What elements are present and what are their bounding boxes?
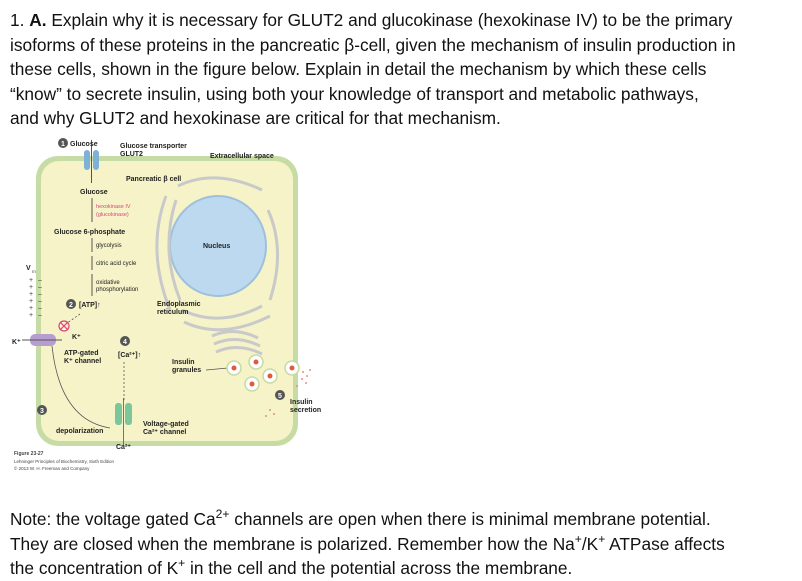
question-text: 1. A. Explain why it is necessary for GL…	[10, 8, 795, 131]
label-k-outside: K⁺	[12, 339, 21, 346]
note-text: Note: the voltage gated Ca2+ channels ar…	[10, 507, 795, 581]
question-part: A.	[29, 10, 47, 30]
label-vm-subscript: m	[32, 269, 36, 274]
label-ca-outside: Ca²⁺	[116, 444, 131, 451]
step-4-number: 4	[123, 339, 127, 346]
label-granules: granules	[172, 367, 201, 374]
note-line-1b: channels are open when there is minimal …	[229, 509, 711, 529]
question-line-5: and why GLUT2 and hexokinase are critica…	[10, 108, 501, 128]
glut2-transporter-left	[84, 150, 90, 170]
note-line-2c: ATPase affects	[605, 533, 725, 554]
question-number: 1.	[10, 10, 25, 30]
step-1-number: 1	[61, 141, 65, 148]
label-glycolysis: glycolysis	[96, 243, 122, 249]
svg-text:–: –	[38, 291, 42, 298]
label-reticulum: reticulum	[157, 309, 189, 316]
step-5-badge	[275, 390, 285, 400]
label-phosphorylation: phosphorylation	[96, 287, 138, 293]
label-extracellular-space: Extracellular space	[210, 153, 274, 160]
inhibition-cross-b	[59, 321, 69, 331]
label-atp-gated: ATP-gated	[64, 350, 98, 357]
label-glucose-6-phosphate: Glucose 6-phosphate	[54, 229, 125, 236]
step-1-badge	[58, 138, 68, 148]
svg-text:–: –	[38, 312, 42, 319]
svg-text:–: –	[38, 284, 42, 291]
svg-text:–: –	[38, 277, 42, 284]
label-insulin: Insulin	[172, 359, 195, 366]
question-line-3: these cells, shown in the figure below. …	[10, 59, 707, 79]
note-sup-4: +	[178, 556, 186, 571]
svg-text:–: –	[38, 298, 42, 305]
label-glucose-cytoplasm: Glucose	[80, 189, 108, 196]
svg-text:+: +	[29, 284, 33, 291]
step-3-number: 3	[40, 408, 44, 415]
label-pancreatic-cell: Pancreatic β cell	[126, 176, 181, 183]
label-endoplasmic: Endoplasmic	[157, 301, 201, 308]
note-sup-1: 2+	[215, 507, 230, 522]
step-5-number: 5	[278, 393, 282, 400]
figure-copyright: © 2013 W. H. Freeman and Company	[14, 465, 90, 471]
label-k-channel: K⁺ channel	[64, 358, 101, 365]
label-voltage-gated: Voltage-gated	[143, 421, 189, 428]
label-ca-channel: Ca²⁺ channel	[143, 429, 186, 436]
note-sup-2: +	[574, 531, 582, 546]
figure-number: Figure 23-27	[14, 451, 44, 457]
label-k-inside: K⁺	[72, 334, 81, 341]
step-2-number: 2	[69, 302, 73, 309]
question-line-1-text: Explain why it is necessary for GLUT2 an…	[51, 10, 733, 30]
svg-text:+: +	[29, 298, 33, 305]
membrane-charges: +++ +++ ––– –––	[29, 277, 42, 319]
vgcc-right	[125, 403, 132, 425]
figure-source: Lehninger Principles of Biochemistry, Si…	[14, 459, 114, 464]
label-oxidative: oxidative	[96, 280, 120, 286]
note-sup-3: +	[598, 531, 606, 546]
svg-text:+: +	[29, 305, 33, 312]
label-glucokinase: (glucokinase)	[96, 212, 129, 218]
label-glut2: GLUT2	[120, 151, 143, 158]
question-line-2: isoforms of these proteins in the pancre…	[10, 34, 736, 55]
svg-text:–: –	[38, 305, 42, 312]
note-line-1a: Note: the voltage gated Ca	[10, 509, 216, 529]
depolarization-arrow	[51, 345, 111, 429]
step-4-badge	[120, 336, 130, 346]
note-line-3: the concentration of K+ in the cell and …	[10, 556, 795, 581]
vgcc-left	[115, 403, 122, 425]
label-glucose-transporter: Glucose transporter	[120, 143, 187, 150]
glut2-transporter-right	[93, 150, 99, 170]
label-nucleus: Nucleus	[203, 243, 230, 250]
question-line-1: 1. A. Explain why it is necessary for GL…	[10, 8, 795, 33]
granule-pointer	[205, 367, 229, 371]
note-line-2: They are closed when the membrane is pol…	[10, 532, 795, 557]
note-line-3b: in the cell and the potential across the…	[185, 558, 573, 578]
label-citric-acid-cycle: citric acid cycle	[96, 261, 137, 267]
inhibition-icon	[58, 320, 70, 332]
endoplasmic-reticulum	[155, 176, 279, 332]
note-line-3a: the concentration of K	[10, 558, 179, 578]
note-line-2a: They are closed when the membrane is pol…	[10, 533, 575, 554]
label-ca-rise: [Ca²⁺]↑	[118, 352, 141, 359]
question-line-4: “know” to secrete insulin, using both yo…	[10, 83, 699, 104]
label-depolarization: depolarization	[56, 428, 103, 435]
label-hexokinase-iv: hexokinase IV	[96, 204, 131, 210]
golgi-apparatus	[211, 330, 263, 356]
note-line-1: Note: the voltage gated Ca2+ channels ar…	[10, 507, 795, 532]
step-2-badge	[66, 299, 76, 309]
label-vm: V	[26, 265, 31, 272]
svg-text:+: +	[29, 277, 33, 284]
secreted-insulin	[265, 369, 311, 417]
svg-text:+: +	[29, 312, 33, 319]
note-line-2b: /K	[581, 533, 599, 554]
label-glucose-extracellular: Glucose	[70, 141, 98, 148]
label-atp-rise: [ATP]↑	[79, 302, 101, 309]
step-3-badge	[37, 405, 47, 415]
label-insulin-secretion: Insulin	[290, 399, 313, 406]
svg-text:+: +	[29, 291, 33, 298]
label-secretion: secretion	[290, 407, 321, 414]
insulin-granules	[226, 354, 300, 392]
